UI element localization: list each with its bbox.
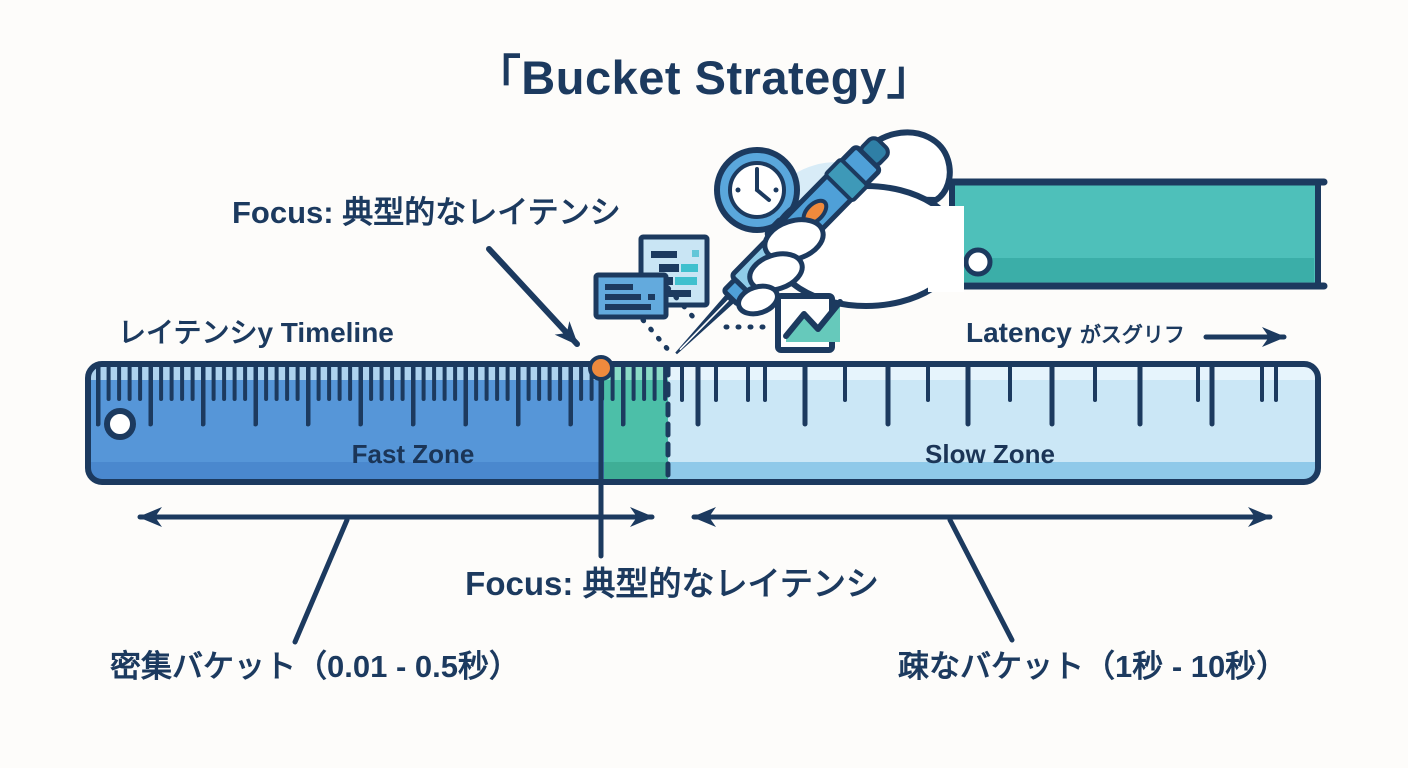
sparse-bucket-label: 疎なバケット（1秒 - 10秒） (898, 649, 1288, 684)
latency-direction-suffix: がスグリフ (1079, 324, 1185, 347)
slow-zone-label: Slow Zone (925, 439, 1055, 469)
focus-annotation-bottom: Focus: 典型的なレイテンシ (465, 565, 879, 602)
dotted-connector-lines (640, 285, 773, 355)
fast-bucket-leader-line (292, 517, 350, 645)
latency-direction-text: Latency (966, 317, 1072, 348)
focus-annotation-top: Focus: 典型的なレイテンシ (232, 195, 621, 230)
clock-icon (714, 147, 800, 233)
slow-zone-tick-marks (680, 364, 1278, 427)
latency-ruler (85, 361, 1321, 485)
hand-fingers (736, 217, 826, 317)
document-cards-icon (593, 234, 710, 320)
chart-icon (775, 293, 843, 353)
measuring-hand-illustration (593, 129, 1328, 355)
fast-zone-label: Fast Zone (351, 439, 475, 469)
latency-direction-label: Latency がスグリフ (966, 317, 1185, 349)
page-title: 「Bucket Strategy」 (473, 51, 935, 104)
fast-zone-tick-marks (96, 366, 668, 482)
slow-bucket-leader-line (947, 517, 1015, 643)
ruler-border (85, 361, 1321, 485)
focus-marker-dot (588, 355, 614, 381)
ruler-hole (104, 408, 136, 440)
dense-bucket-label: 密集バケット（0.01 - 0.5秒） (110, 649, 520, 684)
sleeve-illustration (940, 178, 1328, 290)
timeline-axis-label: レイテンシy Timeline (118, 317, 394, 348)
focus-pointer-arrow (486, 246, 580, 347)
